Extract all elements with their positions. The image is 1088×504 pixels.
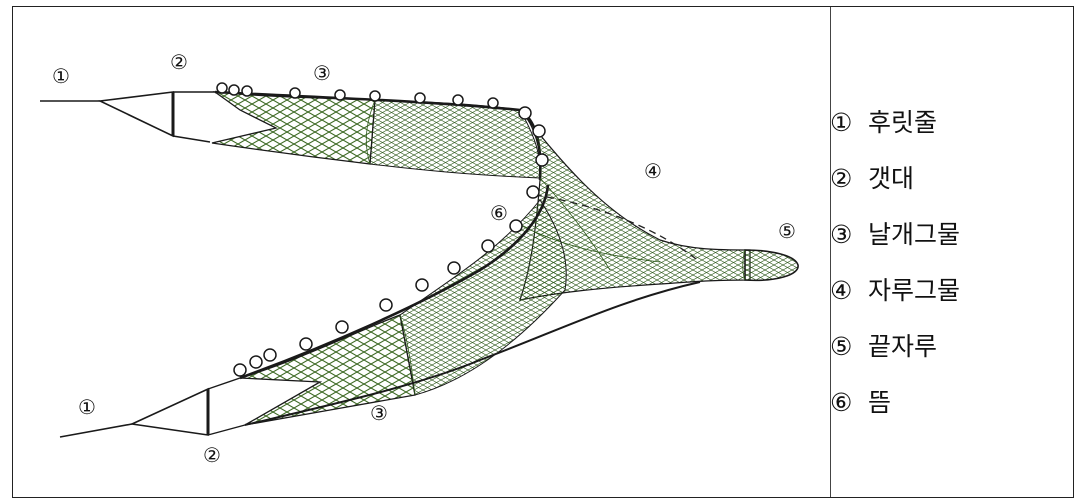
legend-label: 갯대 bbox=[868, 164, 915, 193]
float bbox=[415, 278, 429, 292]
float bbox=[216, 82, 228, 94]
float bbox=[509, 219, 523, 233]
float bbox=[241, 85, 253, 97]
float bbox=[532, 124, 546, 138]
float bbox=[263, 348, 277, 362]
legend-number: ④ bbox=[830, 276, 853, 305]
legend-item-cod-end: ⑤ 끝자루 bbox=[830, 319, 1060, 375]
marker-wing-net-upper: ③ bbox=[313, 61, 331, 85]
lower-hauling-rope bbox=[59, 423, 133, 438]
marker-float: ⑥ bbox=[490, 201, 508, 225]
lower-foot-rope bbox=[244, 281, 701, 426]
lower-head-rope bbox=[239, 184, 550, 380]
legend-item-bag-net: ④ 자루그물 bbox=[830, 263, 1060, 319]
legend-number: ③ bbox=[830, 220, 853, 249]
lower-wing-net-dense bbox=[239, 314, 416, 426]
legend-label: 끝자루 bbox=[868, 332, 938, 361]
marker-hauling-rope-upper: ① bbox=[52, 64, 70, 88]
bag-net-body bbox=[519, 109, 751, 301]
figure-frame bbox=[12, 6, 1074, 498]
legend-number: ① bbox=[830, 108, 853, 137]
upper-bridle bbox=[97, 91, 174, 138]
marker-bag-net: ④ bbox=[644, 159, 662, 183]
legend-number: ⑥ bbox=[830, 388, 853, 417]
column-divider bbox=[830, 7, 831, 497]
legend-number: ② bbox=[830, 164, 853, 193]
marker-cod-end: ⑤ bbox=[778, 219, 796, 243]
float bbox=[526, 185, 540, 199]
marker-hauling-rope-lower: ① bbox=[78, 395, 96, 419]
float bbox=[299, 337, 313, 351]
lower-wing-net-fine bbox=[399, 199, 567, 396]
upper-wing-net-dense bbox=[211, 91, 376, 165]
float bbox=[447, 261, 461, 275]
marker-wing-net-lower: ③ bbox=[370, 401, 388, 425]
legend-item-hauling-rope: ① 후릿줄 bbox=[830, 95, 1060, 151]
legend-number: ⑤ bbox=[830, 332, 853, 361]
marker-brail-lower: ② bbox=[203, 443, 221, 467]
float bbox=[289, 87, 301, 99]
cod-end-shape bbox=[744, 249, 799, 282]
float bbox=[233, 363, 247, 377]
float bbox=[414, 92, 426, 104]
float bbox=[228, 84, 240, 96]
float bbox=[334, 89, 346, 101]
legend-label: 날개그물 bbox=[868, 220, 961, 249]
legend-item-wing-net: ③ 날개그물 bbox=[830, 207, 1060, 263]
legend-label: 자루그물 bbox=[868, 276, 961, 305]
legend-label: 뜸 bbox=[868, 388, 892, 417]
legend-item-brail: ② 갯대 bbox=[830, 151, 1060, 207]
float bbox=[249, 355, 263, 369]
upper-arm bbox=[40, 90, 542, 181]
float bbox=[379, 298, 393, 312]
float bbox=[535, 153, 549, 167]
float bbox=[481, 239, 495, 253]
marker-brail-upper: ② bbox=[170, 50, 188, 74]
lower-bridle bbox=[129, 387, 209, 436]
float bbox=[369, 90, 381, 102]
float bbox=[487, 97, 499, 109]
seine-net-diagram: ① ② ③ ④ ⑤ ⑥ ① ② ③ bbox=[40, 50, 799, 467]
float bbox=[518, 106, 532, 120]
lower-arm bbox=[59, 184, 701, 438]
cod-end bbox=[742, 249, 799, 282]
float bbox=[452, 94, 464, 106]
floats bbox=[216, 82, 549, 377]
legend-label: 후릿줄 bbox=[868, 108, 938, 137]
upper-wing-net-fine bbox=[369, 99, 541, 179]
float bbox=[335, 320, 349, 334]
